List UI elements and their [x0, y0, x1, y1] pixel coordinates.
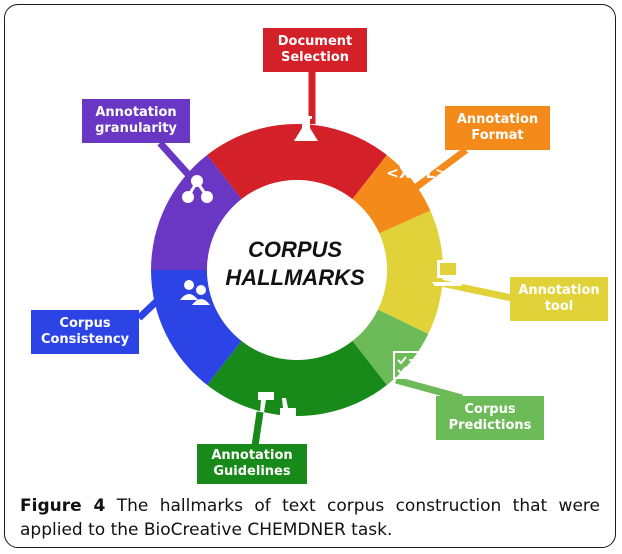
segment-annotation-guidelines	[207, 340, 387, 417]
network-icon	[182, 175, 213, 203]
figure-caption: Figure 4 The hallmarks of text corpus co…	[20, 494, 600, 542]
label-corpus-consistency: Corpus Consistency	[31, 310, 139, 354]
connector-annotation-guidelines	[251, 411, 264, 447]
segment-corpus-consistency	[151, 270, 242, 386]
checklist-icon	[393, 351, 421, 379]
label-annotation-tool: Annotation tool	[510, 277, 608, 321]
label-document-selection: Document Selection	[263, 28, 367, 72]
segment-document-selection	[207, 123, 387, 200]
ring-center	[207, 180, 387, 360]
segment-annotation-granularity	[151, 154, 242, 270]
connector-corpus-predictions	[395, 376, 463, 402]
xml-tag-icon: <XML>	[386, 164, 448, 182]
segment-corpus-predictions	[352, 309, 429, 386]
label-annotation-granularity: Annotation granularity	[82, 99, 190, 143]
label-corpus-predictions: Corpus Predictions	[436, 396, 544, 440]
diagram-title: CORPUS HALLMARKS	[225, 237, 365, 290]
label-annotation-guidelines: Annotation Guidelines	[197, 444, 307, 484]
label-annotation-format: Annotation Format	[445, 106, 550, 150]
caption-label: Figure 4	[20, 496, 106, 516]
users-icon	[180, 280, 210, 305]
connector-annotation-format	[412, 147, 469, 191]
flask-icon	[294, 116, 318, 141]
segment-annotation-tool	[377, 210, 443, 335]
computer-icon	[432, 260, 464, 286]
segment-annotation-format	[352, 154, 431, 234]
thumbs-icon	[258, 392, 296, 416]
hallmarks-ring	[151, 123, 443, 417]
caption-text: The hallmarks of text corpus constructio…	[20, 496, 600, 540]
